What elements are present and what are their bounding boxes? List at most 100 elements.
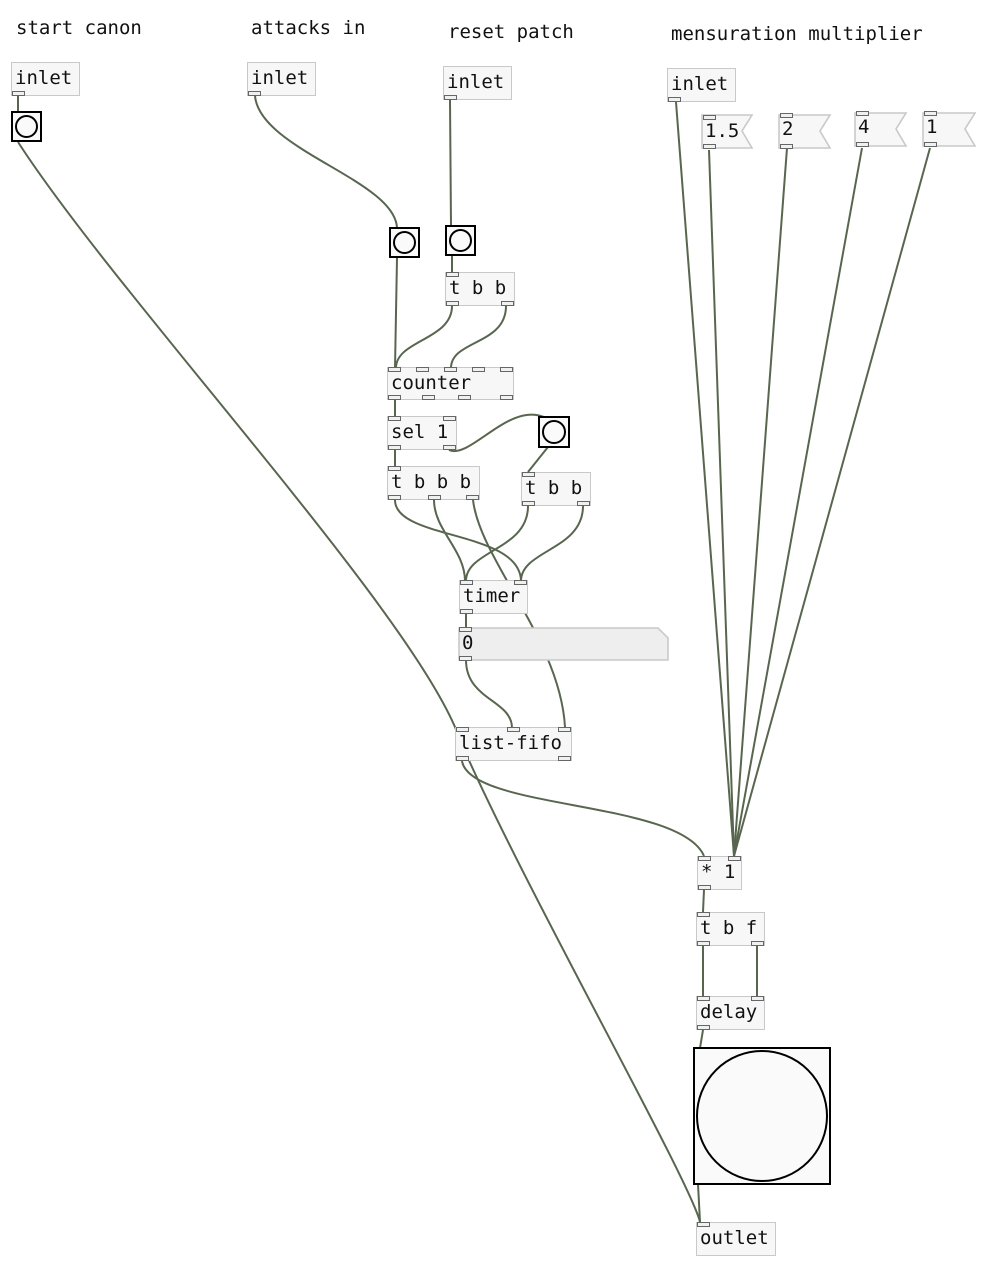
outlet-port[interactable]: [751, 941, 764, 946]
bang-circle-icon: [542, 420, 566, 444]
bang-sel-right[interactable]: [538, 416, 570, 448]
outlet-port[interactable]: [668, 97, 681, 102]
bang-circle-icon: [393, 231, 416, 254]
wire: [708, 149, 735, 857]
outlet-port[interactable]: [444, 95, 457, 100]
outlet-port[interactable]: [703, 144, 716, 149]
inlet-mensuration[interactable]: inlet: [667, 68, 736, 102]
bang-reset[interactable]: [445, 225, 476, 256]
inlet-port[interactable]: [388, 416, 401, 421]
message-box-4[interactable]: 4: [858, 116, 870, 138]
outlet-port[interactable]: [456, 756, 469, 761]
timer-object[interactable]: timer: [459, 580, 528, 614]
comment-reset-patch: reset patch: [448, 21, 574, 43]
outlet-port[interactable]: [466, 495, 479, 500]
trigger-bf[interactable]: t b f: [696, 912, 765, 946]
outlet-port[interactable]: [698, 885, 711, 890]
inlet-port[interactable]: [416, 367, 429, 372]
wire: [395, 305, 453, 369]
inlet-start-canon[interactable]: inlet: [11, 62, 80, 96]
counter-object[interactable]: counter: [387, 367, 514, 400]
wire: [394, 499, 522, 582]
outlet-port[interactable]: [388, 395, 401, 400]
outlet-port[interactable]: [558, 756, 571, 761]
inlet-port[interactable]: [444, 367, 457, 372]
message-box-2[interactable]: 2: [782, 118, 794, 140]
object-label: inlet: [251, 67, 309, 89]
trigger-reset[interactable]: t b b: [445, 272, 515, 306]
object-label: inlet: [671, 73, 729, 95]
delay-object[interactable]: delay: [696, 996, 765, 1030]
bang-attacks[interactable]: [389, 227, 420, 258]
outlet-port[interactable]: [460, 609, 473, 614]
wire: [520, 505, 584, 582]
inlet-port[interactable]: [507, 727, 520, 732]
inlet-port[interactable]: [456, 727, 469, 732]
inlet-reset[interactable]: inlet: [443, 66, 512, 100]
inlet-port[interactable]: [558, 727, 571, 732]
inlet-port[interactable]: [460, 580, 473, 585]
inlet-port[interactable]: [780, 113, 793, 118]
outlet-port[interactable]: [458, 395, 471, 400]
multiply-object[interactable]: * 1: [697, 856, 742, 890]
object-label: counter: [391, 372, 472, 394]
outlet-port[interactable]: [446, 301, 459, 306]
inlet-port[interactable]: [703, 115, 716, 120]
inlet-port[interactable]: [697, 912, 710, 917]
inlet-port[interactable]: [697, 996, 710, 1001]
comment-attacks-in: attacks in: [251, 17, 366, 39]
outlet-port[interactable]: [422, 395, 435, 400]
inlet-port[interactable]: [697, 1222, 710, 1227]
inlet-port[interactable]: [446, 272, 459, 277]
bang-start[interactable]: [11, 111, 42, 142]
inlet-port[interactable]: [751, 996, 764, 1001]
inlet-attacks[interactable]: inlet: [247, 62, 316, 96]
object-label: list-fifo: [459, 732, 562, 754]
message-box-1-5[interactable]: 1.5: [705, 120, 740, 142]
inlet-port[interactable]: [856, 111, 869, 116]
inlet-port[interactable]: [459, 627, 472, 632]
number-box-value[interactable]: 0: [462, 632, 474, 654]
outlet-port[interactable]: [388, 445, 401, 450]
outlet-port[interactable]: [459, 656, 472, 661]
bang-circle-icon: [696, 1050, 828, 1182]
outlet-port[interactable]: [443, 445, 456, 450]
trigger-bbb[interactable]: t b b b: [387, 466, 480, 500]
outlet-port[interactable]: [428, 495, 441, 500]
bang-output-large[interactable]: [693, 1047, 831, 1185]
outlet-port[interactable]: [12, 91, 25, 96]
wire: [450, 305, 507, 369]
message-box-1[interactable]: 1: [926, 116, 938, 138]
object-label: outlet: [700, 1227, 769, 1249]
inlet-port[interactable]: [388, 466, 401, 471]
inlet-port[interactable]: [388, 367, 401, 372]
inlet-port[interactable]: [728, 856, 741, 861]
outlet-object[interactable]: outlet: [696, 1222, 776, 1256]
object-label: t b b: [449, 277, 507, 299]
outlet-port[interactable]: [697, 1025, 710, 1030]
inlet-port[interactable]: [443, 416, 456, 421]
number-box-shape: [458, 627, 669, 661]
outlet-port[interactable]: [388, 495, 401, 500]
inlet-port[interactable]: [514, 580, 527, 585]
outlet-port[interactable]: [856, 142, 869, 147]
inlet-port[interactable]: [924, 111, 937, 116]
outlet-port[interactable]: [924, 142, 937, 147]
comment-mensuration-multiplier: mensuration multiplier: [671, 23, 923, 45]
list-fifo-object[interactable]: list-fifo: [455, 727, 572, 761]
message-box-2-shape: [778, 114, 832, 149]
inlet-port[interactable]: [500, 367, 513, 372]
outlet-port[interactable]: [697, 941, 710, 946]
trigger-bb-second[interactable]: t b b: [521, 472, 591, 506]
message-box-4-shape: [854, 112, 908, 147]
sel-object[interactable]: sel 1: [387, 416, 457, 450]
outlet-port[interactable]: [522, 501, 535, 506]
outlet-port[interactable]: [780, 144, 793, 149]
inlet-port[interactable]: [472, 367, 485, 372]
outlet-port[interactable]: [577, 501, 590, 506]
inlet-port[interactable]: [522, 472, 535, 477]
outlet-port[interactable]: [500, 395, 513, 400]
outlet-port[interactable]: [248, 91, 261, 96]
inlet-port[interactable]: [698, 856, 711, 861]
outlet-port[interactable]: [501, 301, 514, 306]
